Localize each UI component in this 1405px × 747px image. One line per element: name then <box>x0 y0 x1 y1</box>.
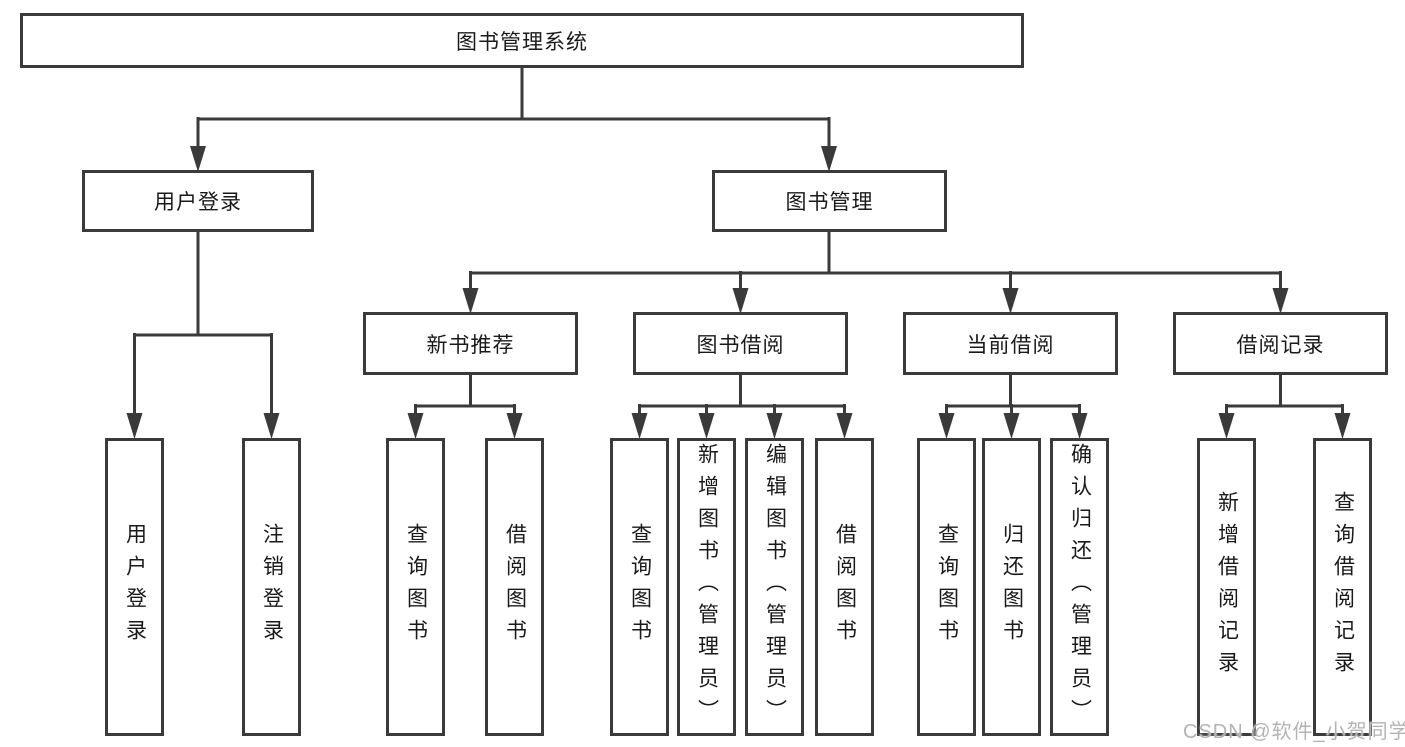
node-label: 查询借阅记录 <box>1331 491 1355 683</box>
node-user-login: 用户登录 <box>82 170 314 232</box>
node-leaf-edit-books-admin: 编辑图书（管理员） <box>745 438 804 736</box>
node-label: 图书借阅 <box>696 333 785 357</box>
node-label: 查询图书 <box>404 523 428 651</box>
node-leaf-return-books: 归还图书 <box>982 438 1041 736</box>
connector-new-book-recommend-to-leaves <box>407 373 523 439</box>
connector-borrow-records-to-leaves <box>1218 373 1351 439</box>
node-library-management-system: 图书管理系统 <box>20 13 1024 68</box>
node-label: 新增图书（管理员） <box>695 443 719 731</box>
node-label: 注销登录 <box>260 523 284 651</box>
node-book-borrow: 图书借阅 <box>633 312 848 375</box>
node-leaf-logout: 注销登录 <box>242 438 301 736</box>
node-label: 新增借阅记录 <box>1215 491 1239 683</box>
node-current-borrow: 当前借阅 <box>903 312 1118 375</box>
node-label: 查询图书 <box>935 523 959 651</box>
node-label: 确认归还（管理员） <box>1068 443 1092 731</box>
node-label: 查询图书 <box>628 523 652 651</box>
node-leaf-recommend-query-books: 查询图书 <box>386 438 445 736</box>
node-label: 用户登录 <box>123 523 147 651</box>
node-leaf-confirm-return-admin: 确认归还（管理员） <box>1050 438 1109 736</box>
node-label: 归还图书 <box>1000 523 1024 651</box>
node-leaf-borrow-books: 借阅图书 <box>815 438 874 736</box>
node-label: 图书管理 <box>785 191 874 214</box>
node-label: 图书管理系统 <box>456 30 588 54</box>
connector-book-borrow-to-leaves <box>631 373 853 439</box>
node-new-book-recommend: 新书推荐 <box>363 312 578 375</box>
connector-current-borrow-to-leaves <box>938 373 1088 439</box>
node-leaf-query-borrow-record: 查询借阅记录 <box>1313 438 1372 736</box>
node-leaf-current-query-books: 查询图书 <box>917 438 976 736</box>
node-leaf-add-books-admin: 新增图书（管理员） <box>677 438 736 736</box>
connector-book-management-to-level3 <box>462 230 1289 314</box>
node-label: 当前借阅 <box>966 333 1055 357</box>
node-label: 用户登录 <box>154 191 242 214</box>
node-label: 编辑图书（管理员） <box>763 443 787 731</box>
connector-user-login-to-leaves <box>126 230 280 439</box>
node-leaf-recommend-borrow-books: 借阅图书 <box>485 438 544 736</box>
node-leaf-add-borrow-record: 新增借阅记录 <box>1197 438 1256 736</box>
node-label: 新书推荐 <box>426 333 515 357</box>
node-leaf-user-login: 用户登录 <box>105 438 164 736</box>
node-borrow-records: 借阅记录 <box>1173 312 1388 375</box>
node-label: 借阅图书 <box>833 523 857 651</box>
node-book-management: 图书管理 <box>712 170 947 232</box>
node-label: 借阅图书 <box>503 523 527 651</box>
csdn-watermark: CSDN @软件_小贺同学 <box>1183 721 1405 743</box>
connector-root-to-level2 <box>190 66 837 172</box>
node-leaf-borrow-query-books: 查询图书 <box>610 438 669 736</box>
node-label: 借阅记录 <box>1236 333 1325 357</box>
